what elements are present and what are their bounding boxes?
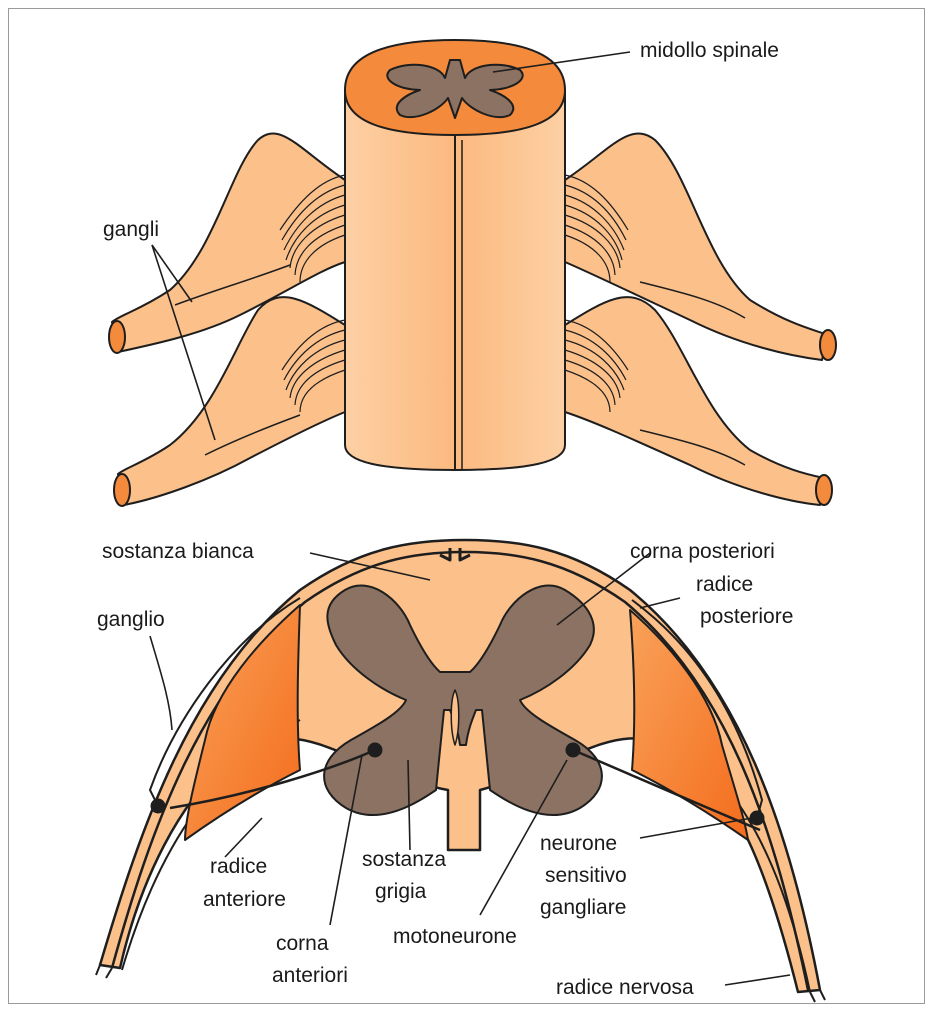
label-gangli: gangli [103,218,159,241]
label-radice-posteriore-1: radice [696,573,753,596]
label-sostanza-grigia-2: grigia [375,880,427,903]
label-ganglio: ganglio [97,608,165,631]
label-midollo-spinale: midollo spinale [640,39,779,62]
spinal-segment-illustration [109,40,836,506]
label-sostanza-grigia-1: sostanza [362,848,446,871]
label-sostanza-bianca: sostanza bianca [102,540,254,563]
grey-matter-top [387,60,522,118]
label-neurone-2: sensitivo [545,864,627,887]
label-motoneurone: motoneurone [393,925,517,948]
label-radice-nervosa: radice nervosa [556,976,694,999]
label-corna-anteriori-1: corna [276,932,329,955]
label-neurone-3: gangliare [540,896,626,919]
label-corna-posteriori: corna posteriori [630,540,775,563]
label-radice-posteriore-2: posteriore [700,605,793,628]
label-corna-anteriori-2: anteriori [272,964,348,987]
label-neurone-1: neurone [540,832,617,855]
label-radice-anteriore-2: anteriore [203,888,286,911]
label-radice-anteriore-1: radice [210,855,267,878]
